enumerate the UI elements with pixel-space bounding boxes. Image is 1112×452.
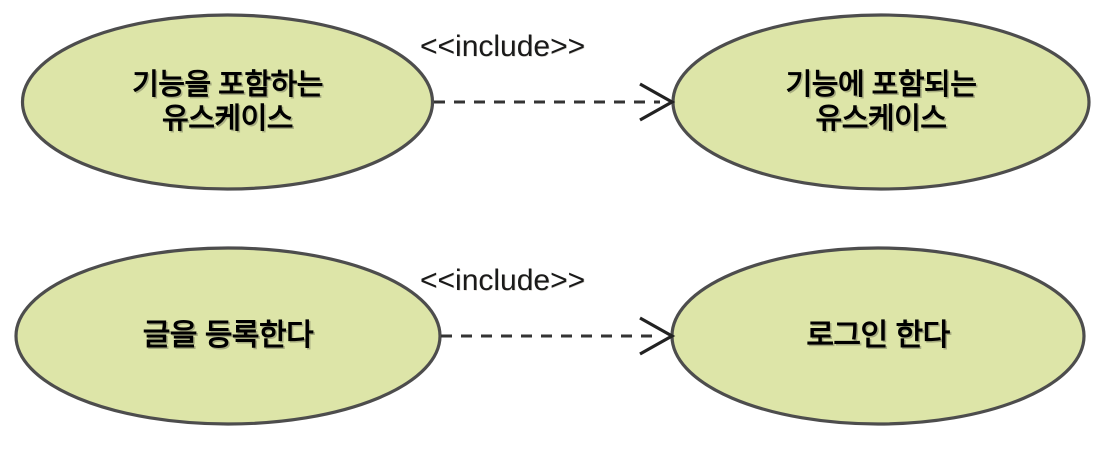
include-arrowhead-2	[639, 316, 676, 356]
use-case-ellipse-included[interactable]	[671, 13, 1091, 191]
include-arrowhead-1	[639, 82, 676, 122]
use-case-ellipse-including[interactable]	[20, 13, 435, 191]
use-case-ellipse-login[interactable]	[670, 246, 1086, 426]
use-case-ellipse-register-post[interactable]	[14, 246, 442, 426]
